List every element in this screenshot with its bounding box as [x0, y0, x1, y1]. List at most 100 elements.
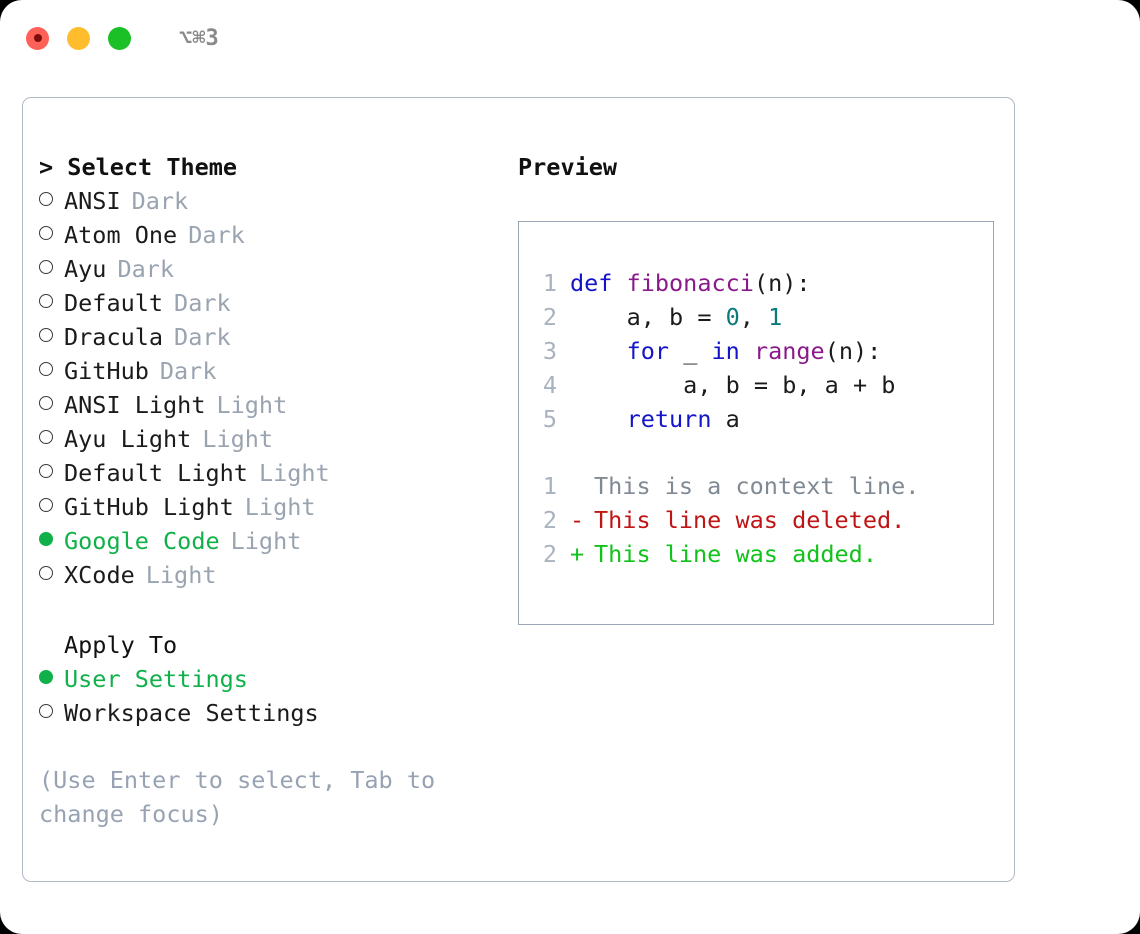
- radio-unselected-icon[interactable]: [39, 566, 53, 580]
- option-label: Google Code: [64, 527, 220, 555]
- option-label: ANSI: [64, 187, 121, 215]
- minimize-light[interactable]: [67, 26, 90, 50]
- zoom-light[interactable]: [108, 26, 131, 50]
- option-label: Ayu: [64, 255, 107, 283]
- option-variant-label: Dark: [174, 323, 231, 351]
- diff-text: This line was deleted.: [594, 506, 906, 534]
- theme-option-2[interactable]: Ayu Dark: [39, 252, 501, 286]
- option-variant-label: Dark: [117, 255, 175, 283]
- apply-to-heading: Apply To: [64, 631, 178, 659]
- option-variant-label: Light: [230, 527, 302, 555]
- theme-option-10[interactable]: Google Code Light: [39, 524, 501, 558]
- radio-unselected-icon[interactable]: [39, 362, 53, 376]
- token-pl: [570, 405, 627, 433]
- token-pl: a, b =: [570, 303, 726, 331]
- theme-option-1[interactable]: Atom One Dark: [39, 218, 501, 252]
- radio-unselected-icon[interactable]: [39, 704, 53, 718]
- theme-option-5[interactable]: GitHub Dark: [39, 354, 501, 388]
- option-variant-label: Light: [244, 493, 316, 521]
- radio-selected-icon[interactable]: [39, 532, 53, 546]
- option-label: Workspace Settings: [64, 699, 319, 727]
- option-label: Default Light: [64, 459, 248, 487]
- option-variant-label: Dark: [188, 221, 245, 249]
- window-controls: [26, 26, 131, 50]
- diff-line: 2 + This line was added.: [535, 537, 993, 571]
- option-label: GitHub: [64, 357, 149, 385]
- diff-sample: 1 This is a context line.2-This line was…: [535, 469, 993, 571]
- option-label: Atom One: [64, 221, 178, 249]
- option-variant-label: Dark: [174, 289, 231, 317]
- diff-line: 1 This is a context line.: [535, 469, 993, 503]
- radio-unselected-icon[interactable]: [39, 294, 53, 308]
- code-text: a, b = 0, 1: [570, 300, 783, 334]
- option-variant-label: Dark: [159, 357, 217, 385]
- theme-option-4[interactable]: Dracula Dark: [39, 320, 501, 354]
- line-number: 1: [542, 472, 557, 500]
- option-label: Default: [64, 289, 164, 317]
- line-number: 3: [542, 337, 557, 365]
- keyboard-hint: (Use Enter to select, Tab to change focu…: [39, 766, 450, 828]
- radio-unselected-icon[interactable]: [39, 260, 53, 274]
- option-variant-label: Light: [145, 561, 217, 589]
- radio-unselected-icon[interactable]: [39, 464, 53, 478]
- code-spacer: [535, 436, 993, 469]
- token-num: 0: [725, 303, 740, 331]
- diff-marker: [570, 469, 582, 503]
- theme-option-3[interactable]: Default Dark: [39, 286, 501, 320]
- apply-to-option-0[interactable]: User Settings: [39, 662, 501, 696]
- token-pl: (n):: [753, 269, 811, 297]
- radio-unselected-icon[interactable]: [39, 328, 53, 342]
- token-pl: [570, 337, 627, 365]
- radio-unselected-icon[interactable]: [39, 396, 53, 410]
- code-text: def fibonacci(n):: [570, 266, 811, 300]
- token-kw: return: [626, 405, 712, 433]
- line-number: 2: [542, 540, 557, 568]
- select-theme-heading: > Select Theme: [39, 153, 238, 181]
- radio-unselected-icon[interactable]: [39, 226, 53, 240]
- code-line: 2 a, b = 0, 1: [535, 300, 993, 334]
- diff-marker: +: [570, 540, 585, 568]
- option-label: User Settings: [64, 665, 248, 693]
- token-kw: for: [626, 337, 670, 365]
- theme-option-0[interactable]: ANSI Dark: [39, 184, 501, 218]
- apply-to-option-1[interactable]: Workspace Settings: [39, 696, 501, 730]
- token-pl: _: [669, 337, 712, 365]
- code-line: 3 for _ in range(n):: [535, 334, 993, 368]
- token-kw: in: [711, 337, 740, 365]
- title-bar: ⌥⌘3: [0, 0, 1140, 76]
- theme-option-8[interactable]: Default Light Light: [39, 456, 501, 490]
- token-pl: (n):: [824, 337, 882, 365]
- token-fn: range: [753, 337, 825, 365]
- radio-unselected-icon[interactable]: [39, 430, 53, 444]
- option-variant-label: Light: [258, 459, 330, 487]
- close-light[interactable]: [26, 26, 49, 50]
- token-pl: a: [711, 405, 740, 433]
- theme-option-11[interactable]: XCode Light: [39, 558, 501, 592]
- option-label: Dracula: [64, 323, 164, 351]
- code-text: for _ in range(n):: [570, 334, 882, 368]
- radio-unselected-icon[interactable]: [39, 192, 53, 206]
- option-label: Ayu Light: [64, 425, 192, 453]
- close-icon: [33, 34, 42, 42]
- radio-unselected-icon[interactable]: [39, 498, 53, 512]
- token-fn: fibonacci: [626, 269, 754, 297]
- option-variant-label: Dark: [131, 187, 189, 215]
- code-line: 4 a, b = b, a + b: [535, 368, 993, 402]
- diff-text: This line was added.: [594, 540, 877, 568]
- option-label: XCode: [64, 561, 135, 589]
- diff-line: 2-This line was deleted.: [535, 503, 993, 537]
- radio-selected-icon[interactable]: [39, 670, 53, 684]
- token-num: 1: [768, 303, 783, 331]
- diff-text: This is a context line.: [594, 472, 920, 500]
